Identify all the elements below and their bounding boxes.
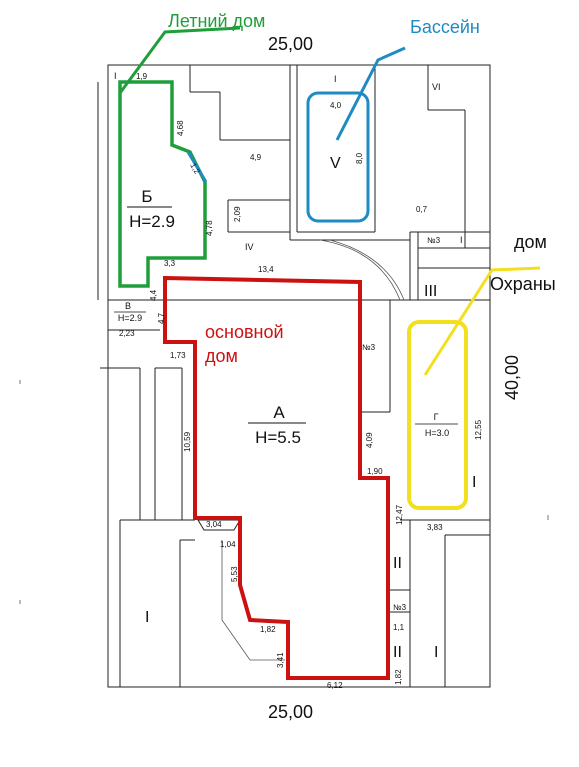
pool-leader: [335, 46, 406, 141]
measure-4-9: 4,9: [250, 153, 262, 162]
measure-1-9: 1,9: [136, 72, 148, 81]
curved-path: [319, 239, 401, 301]
pool-callout: Бассейн: [410, 17, 480, 37]
building-b-letter: Б: [141, 187, 152, 206]
guard-house-callout-line2: Охраны: [490, 274, 556, 294]
inner-step-line: [221, 540, 285, 661]
measure-3-04: 3,04: [206, 520, 222, 529]
summer-house-leader: [118, 26, 241, 94]
measure-3-41: 3,41: [276, 652, 285, 668]
plot-boundary: [107, 64, 491, 688]
measure-1-82b: 1,82: [394, 669, 403, 685]
measure-4-7: 4,7: [157, 312, 166, 324]
zone-ii-2: II: [393, 644, 402, 661]
measure-1-1: 1,1: [393, 623, 405, 632]
measure-12-47: 12,47: [395, 504, 404, 525]
zone-i-right: I: [472, 474, 476, 491]
dim-bottom: 25,00: [268, 702, 313, 722]
measure-12-55: 12,55: [474, 419, 483, 440]
curved-path-2: [329, 239, 405, 301]
zone-i-right-top: I: [460, 235, 463, 245]
zone-i-pool: I: [334, 74, 337, 84]
zone-no3-top: №3: [427, 236, 441, 245]
zone-i-topleft: I: [114, 71, 117, 81]
summer-house-blue-segment: [186, 151, 208, 183]
summer-house-outline-b: [118, 91, 207, 288]
building-a-letter: А: [273, 403, 285, 422]
guard-house-outline: [407, 320, 468, 510]
zone-no3-low: №3: [393, 603, 407, 612]
building-v-height: Н=2.9: [118, 313, 142, 323]
plan-linework: [19, 64, 549, 688]
measure-4-4: 4,4: [149, 289, 158, 301]
measure-1-04: 1,04: [220, 540, 236, 549]
measure-1-90: 1,90: [367, 467, 383, 476]
measure-1-73: 1,73: [170, 351, 186, 360]
zone-i-bottomleft: I: [145, 609, 149, 626]
summer-house-callout: Летний дом: [168, 11, 265, 31]
zone-v: V: [330, 155, 341, 172]
zone-iv: IV: [245, 242, 254, 252]
measure-4-0: 4,0: [330, 101, 342, 110]
measure-6-12: 6,12: [327, 681, 343, 690]
measure-3-83: 3,83: [427, 523, 443, 532]
zone-i-bottomright: I: [434, 644, 438, 661]
building-g-letter: Г: [434, 412, 439, 422]
dim-right: 40,00: [502, 355, 522, 400]
building-b-height: Н=2.9: [129, 212, 175, 231]
measure-0-7: 0,7: [416, 205, 428, 214]
measure-8-0: 8,0: [355, 152, 364, 164]
measure-2-09: 2,09: [233, 206, 242, 222]
dim-top: 25,00: [268, 34, 313, 54]
measure-2-23: 2,23: [119, 329, 135, 338]
measure-4-09: 4,09: [365, 432, 374, 448]
measure-1-82a: 1,82: [260, 625, 276, 634]
guard-house-callout-line1: дом: [514, 232, 547, 252]
main-house-callout-line1: основной: [205, 322, 284, 342]
zone-iii: III: [424, 283, 437, 300]
zone-vi: VI: [432, 82, 441, 92]
measure-4-68: 4,68: [176, 120, 185, 136]
measure-3-3: 3,3: [164, 259, 176, 268]
pool-outline: [306, 91, 370, 223]
building-a-height: Н=5.5: [255, 428, 301, 447]
guard-house-leader: [423, 266, 541, 376]
measure-10-59: 10,59: [183, 431, 192, 452]
zone-no3-mid: №3: [362, 343, 376, 352]
measure-13-4: 13,4: [258, 265, 274, 274]
building-v-letter: В: [125, 301, 131, 311]
building-g-height: Н=3.0: [425, 428, 449, 438]
main-house-outline: [163, 275, 390, 680]
measure-5-53: 5,53: [230, 566, 239, 582]
main-house-callout-line2: дом: [205, 346, 238, 366]
measure-4-78: 4,78: [205, 220, 214, 236]
zone-ii-1: II: [393, 555, 402, 572]
